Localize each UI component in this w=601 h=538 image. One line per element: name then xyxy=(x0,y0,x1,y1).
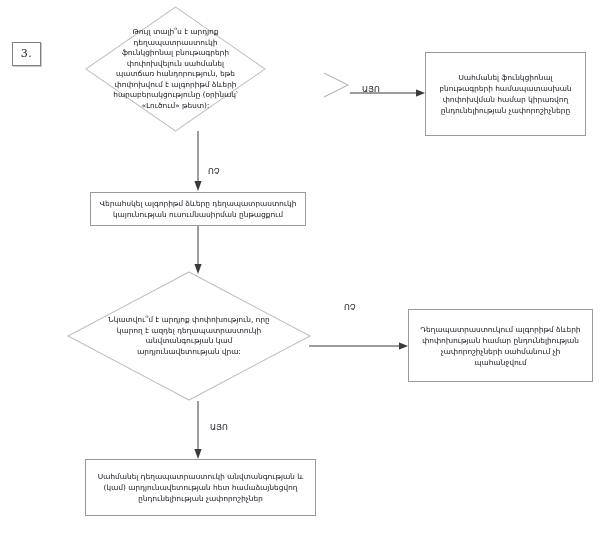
process-control-forms[interactable]: Վերահսկել ալգորիթմ ձևերը դեղապատրաստուկի… xyxy=(90,192,306,226)
diamond-shape-icon xyxy=(66,271,312,401)
chevron-right-icon xyxy=(322,72,352,98)
process-define-functional[interactable]: Սահմանել ֆունկցիոնալ բնութագրերի համապատ… xyxy=(425,52,586,136)
process-control-forms-label: Վերահսկել ալգորիթմ ձևերը դեղապատրաստուկի… xyxy=(99,199,297,219)
connector-control-to-decision xyxy=(191,226,205,276)
decision-algorithm-change[interactable]: Նկատվու՞մ է արդյոք փոփոխություն, որը կար… xyxy=(66,271,312,401)
edge-label-yes-1: ԱՅՈ xyxy=(362,85,380,94)
connector-yes-to-functional-box xyxy=(350,86,428,100)
process-define-safety-label: Սահմանել դեղապատրաստուկի անվտանգության և… xyxy=(97,472,304,503)
connector-no-to-control-box xyxy=(191,131,205,193)
edge-label-no-2: ՈՉ xyxy=(344,303,356,312)
edge-label-no-1: ՈՉ xyxy=(208,167,220,176)
decision-stability-study-label: Թույլ տալի՞ս է արդյոք դեղապատրաստուկի ֆո… xyxy=(113,27,238,110)
process-define-safety[interactable]: Սահմանել դեղապատրաստուկի անվտանգության և… xyxy=(85,459,316,516)
process-define-functional-label: Սահմանել ֆունկցիոնալ բնութագրերի համապատ… xyxy=(439,73,572,115)
decision-stability-study[interactable]: Թույլ տալի՞ս է արդյոք դեղապատրաստուկի ֆո… xyxy=(85,6,266,132)
process-no-criteria-needed[interactable]: Դեղապատրաստուկում ալգորիթմ ձևերի փոփոխու… xyxy=(408,309,593,382)
connector-yes-to-safety-box xyxy=(191,401,205,461)
connector-no-to-no-criteria-box xyxy=(309,339,411,353)
diamond-shape-icon xyxy=(85,6,266,132)
step-index-box: 3. xyxy=(12,42,41,66)
step-index-label: 3. xyxy=(20,47,33,61)
decision-algorithm-change-label: Նկատվու՞մ է արդյոք փոփոխություն, որը կար… xyxy=(108,315,270,356)
edge-label-yes-2: ԱՅՈ xyxy=(210,423,228,432)
process-no-criteria-needed-label: Դեղապատրաստուկում ալգորիթմ ձևերի փոփոխու… xyxy=(420,324,581,367)
